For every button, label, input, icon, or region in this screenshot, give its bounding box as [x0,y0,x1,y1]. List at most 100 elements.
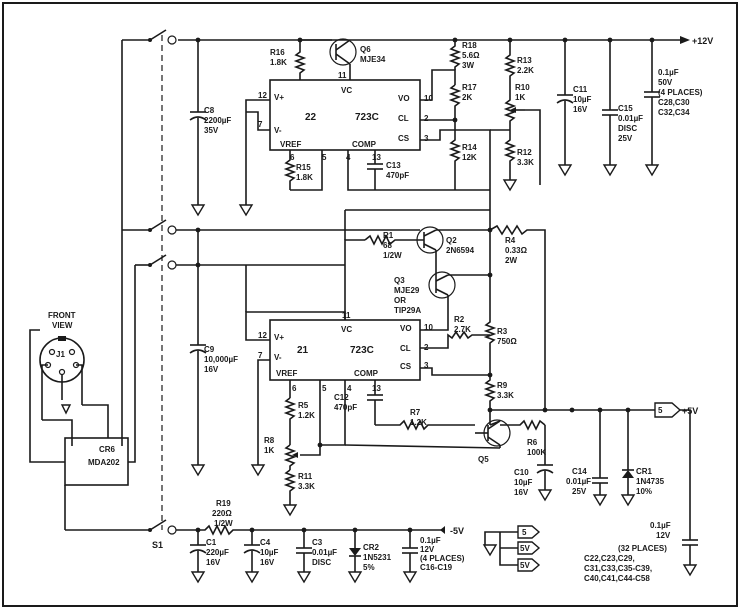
component-label: 3.3K [517,158,534,167]
resistor-r4: R4 0.33Ω 2W [489,224,546,410]
component-label: 5.6Ω [462,51,480,60]
component-label: C8 [204,106,215,115]
component-label: Q6 [360,45,371,54]
component-label: 0.1µF [658,68,679,77]
component-label: 750Ω [497,337,517,346]
component-label: R11 [298,472,313,481]
resistor-r3: R3 750Ω [483,275,517,375]
component-label: R17 [462,83,477,92]
component-label: 1.2K [410,418,427,427]
label-plus12v: +12V [692,36,713,46]
component-label: VREF [276,369,297,378]
component-label: Q5 [478,455,489,464]
component-label: 723C [355,112,379,123]
component-label: C22,C23,C29, [584,554,635,563]
component-label: R1 [383,231,394,240]
component-label: 0.01µF [618,114,643,123]
component-label: R4 [505,236,516,245]
component-label: 16V [514,488,529,497]
component-label: 1/2W [214,519,233,528]
component-label: 11 [342,311,351,320]
component-label: R10 [515,83,530,92]
transistor-q2: Q2 2N6594 [416,226,490,265]
capacitor-c16-group: 0.1µF 12V (4 PLACES) C16-C19 [402,530,465,584]
component-label: C12 [334,393,349,402]
rail-minus5: -5V [440,526,464,536]
capacitor-c9: C9 10,000µF 16V [189,230,238,477]
resistor-r13: R13 2.2K [503,40,534,90]
component-label: R18 [462,41,477,50]
capacitor-c3: C3 0.01µF DISC [296,530,337,584]
component-label: C3 [312,538,323,547]
component-label: R5 [298,401,309,410]
resistor-r14: R14 12K [448,120,477,190]
component-label: 0.01µF [566,477,591,486]
component-label: 5 [658,406,663,415]
switch-s1-mid [122,219,420,235]
component-label: J1 [56,350,65,359]
component-label: CL [400,344,411,353]
component-label: C40,C41,C44-C58 [584,574,650,583]
component-label: VIEW [52,321,73,330]
component-label: R9 [497,381,508,390]
component-label: R6 [527,438,538,447]
component-label: C28,C30 [658,98,690,107]
component-label: VREF [280,140,301,149]
connector-j1: FRONT VIEW J1 [39,311,85,420]
component-label: 100K [527,448,546,457]
component-label: 10 [424,323,433,332]
component-label: 10,000µF [204,355,238,364]
component-label: V- [274,353,282,362]
capacitor-c12: C12 470pF [334,380,383,425]
component-label: C9 [204,345,215,354]
zener-cr2: CR2 1N5231 5% [347,530,392,584]
component-label: 10µF [514,478,533,487]
potentiometer-r8: R8 1K [264,380,321,470]
resistor-r6: R6 100K [500,419,546,457]
capacitor-c1: C1 220µF 16V [189,530,229,584]
component-label: 10 [424,94,433,103]
component-label: 5V [520,561,530,570]
resistor-r5: R5 1.2K [283,397,315,445]
transistor-q6: Q6 MJE34 [300,38,386,78]
resistor-r9: R9 3.3K [483,375,514,425]
component-label: VC [341,325,352,334]
component-label: C1 [206,538,217,547]
component-label: C4 [260,538,271,547]
component-label: 1.8K [296,173,313,182]
bridge-cr6: CR6 MDA202 [29,40,136,530]
component-label: (32 PLACES) [618,544,667,553]
component-label: 2K [462,93,472,102]
component-label: R7 [410,408,421,417]
capacitor-c11: C11 10µF 16V [556,40,592,177]
component-label: CR1 [636,467,653,476]
component-label: CS [398,134,410,143]
component-label: 1.8K [270,58,287,67]
component-label: FRONT [48,311,76,320]
switch-s1-top [122,29,167,42]
component-label: 0.1µF [420,536,441,545]
component-label: 10µF [260,548,279,557]
component-label: C13 [386,161,401,170]
component-label: 2.2K [517,66,534,75]
resistor-r12: R12 3.3K [502,130,534,192]
capacitor-c28-group: 0.1µF 50V (4 PLACES) C28,C30 C32,C34 [644,40,703,177]
component-label: C11 [573,85,588,94]
component-label: 12K [462,153,477,162]
component-label: 723C [350,345,374,356]
component-label: 5 [322,153,327,162]
component-label: MDA202 [88,458,120,467]
component-label: MJE29 [394,286,420,295]
resistor-r15: R15 1.8K [283,150,323,191]
capacitor-c14: C14 0.01µF 25V [566,410,608,507]
component-label: 35V [204,126,219,135]
component-label: 3.3K [497,391,514,400]
component-label: R3 [497,327,508,336]
component-label: 0.1µF [650,521,671,530]
component-label: C31,C33,C35-C39, [584,564,652,573]
component-label: 25V [572,487,587,496]
component-label: (4 PLACES) [658,88,703,97]
rail-plus5: 5 +5V [490,402,698,418]
component-label: 0.33Ω [505,246,528,255]
component-label: 3W [462,61,474,70]
